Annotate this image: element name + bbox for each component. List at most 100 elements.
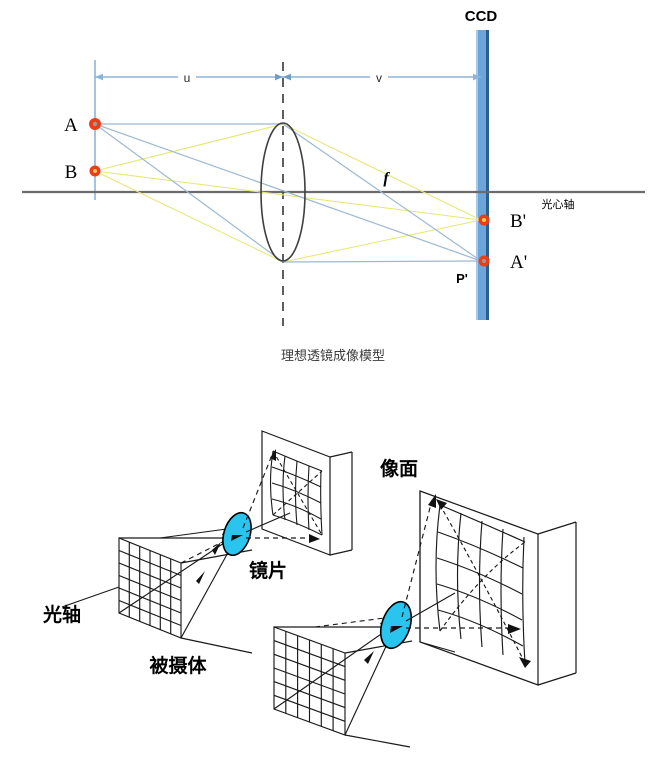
- ideal-lens-imaging-diagram: CCD u: [22, 8, 645, 363]
- object-point-b: B: [65, 162, 101, 183]
- point-a-label: A: [64, 115, 78, 136]
- lens-left-arrowhead: [231, 535, 243, 541]
- image-point-a: A': [478, 252, 527, 273]
- ray-fan-image-right: [401, 499, 516, 629]
- imgr-col2: [456, 512, 462, 640]
- ray-arrow-left-b: [212, 542, 221, 555]
- imgl-row5: [272, 514, 323, 536]
- subj-r-row1: [273, 640, 346, 668]
- image-plane-tab-left-bot: [329, 549, 353, 556]
- ray-lens-to-imgmid-right: [405, 592, 456, 622]
- dimension-arrow-left: [95, 73, 103, 81]
- ray-arrow-image-right-a: [428, 494, 436, 508]
- point-bprime-label: B': [510, 211, 526, 232]
- lens-right-body: [379, 600, 413, 650]
- image-plane-tab-left-top: [329, 451, 353, 458]
- point-b-center: [93, 169, 97, 173]
- subject-grid-right: [273, 626, 346, 736]
- imgr-col5: [522, 536, 526, 664]
- subj-r-row5: [273, 694, 346, 722]
- ray-a-to-lens-bottom: [94, 123, 284, 263]
- ray-b-lensbottom-to-image: [282, 219, 482, 263]
- ray-fan-image-left: [242, 454, 315, 539]
- image-grid-distorted-left: [269, 450, 323, 536]
- point-a-center: [92, 121, 98, 127]
- dimension-v-gap: [370, 68, 388, 86]
- optical-axis-leader-left: [61, 586, 120, 608]
- subj-l-row5: [118, 599, 182, 627]
- ray-objbl-to-lens-r: [273, 624, 395, 710]
- imgr-row3: [436, 557, 523, 595]
- image-plane-tab-right-top: [537, 521, 577, 535]
- ccd-sensor: [476, 30, 489, 320]
- point-bprime-center: [482, 218, 486, 222]
- right-system: [273, 490, 577, 748]
- ray-bundle-a: [94, 123, 482, 263]
- ray-top-to-lens-left: [159, 527, 235, 539]
- imgl-diag2: [272, 470, 323, 516]
- ray-objbr-to-lens: [180, 537, 237, 639]
- ray-arrow-image-left-b: [309, 534, 320, 543]
- subj-l-row1: [118, 549, 182, 577]
- ray-fan-object-right: [273, 624, 395, 736]
- ray-objtr-to-lens-dashed: [180, 534, 237, 564]
- imgl-col5: [320, 470, 323, 536]
- ray-a-lenstop-to-image: [282, 123, 482, 262]
- subject-grid-left: [118, 537, 182, 639]
- optical-axis-label: 光心轴: [542, 197, 575, 211]
- lens-ellipse: [260, 122, 306, 262]
- imgr-diag1: [439, 504, 526, 664]
- ray-b-to-lens-bottom: [94, 170, 284, 263]
- ray-lens-to-imgtl-left: [242, 454, 273, 529]
- subj-l-row4: [118, 587, 182, 614]
- subj-r-row3: [273, 667, 346, 695]
- dimension-arrow-mid-right: [283, 73, 291, 81]
- ray-b-lenstop-to-image: [282, 123, 482, 221]
- image-point-b: B': [478, 211, 526, 232]
- ray-b-through-center: [94, 170, 482, 221]
- subj-r-row4: [273, 681, 346, 709]
- object-point-a: A: [64, 115, 101, 136]
- ccd-label: CCD: [465, 8, 498, 25]
- subj-l-row3: [118, 574, 182, 602]
- subj-r-row2: [273, 653, 346, 681]
- ray-lens-to-imgtl-right: [401, 499, 433, 618]
- ray-a-through-center: [94, 123, 482, 262]
- lens-right: [379, 600, 413, 650]
- figure-caption: 理想透镜成像模型: [281, 348, 385, 363]
- ccd-sensor-edge: [486, 30, 489, 320]
- imgl-col2: [282, 455, 286, 521]
- subject-label: 被摄体: [149, 654, 207, 677]
- optical-axis-label-bottom: 光轴: [42, 603, 81, 626]
- imgl-row1: [272, 450, 323, 472]
- lens-right-arrowhead: [390, 626, 403, 633]
- imgl-row3: [271, 482, 322, 504]
- ray-b-to-lens-top: [94, 123, 284, 172]
- subject-base-lines-right: [344, 640, 413, 748]
- dimension-label-v: v: [376, 71, 382, 85]
- ray-arrow-image-right-b: [508, 624, 521, 634]
- imgr-row1: [439, 504, 526, 543]
- ccd-sensor-body: [476, 30, 486, 320]
- image-plane-frame-left: [261, 430, 353, 556]
- imgr-base-edge: [419, 641, 456, 653]
- point-aprime-label: A': [510, 252, 527, 273]
- lens-projection-3d-diagram: 光轴 被摄体 镜片 像面: [0, 395, 667, 759]
- dimension-line-group: u v: [95, 68, 481, 86]
- image-plane-tab-right-bot: [537, 672, 577, 686]
- subject-base-lines-left: [180, 549, 253, 654]
- imgr-diag2: [439, 541, 526, 632]
- image-plane-persp-edges-right: [419, 491, 456, 653]
- imgr-row4: [436, 583, 523, 621]
- principal-point-label: P': [456, 271, 468, 286]
- imgl-col1: [269, 450, 274, 516]
- ray-arrow-right-a: [364, 651, 374, 664]
- left-system: [61, 430, 353, 654]
- image-grid-distorted-right: [435, 499, 531, 668]
- ray-arrow-left-a: [196, 571, 205, 584]
- imgr-corner-tl: [436, 499, 447, 510]
- imgr-corner-br: [519, 657, 531, 668]
- lens-left-body: [222, 511, 252, 557]
- imgl-diag1: [272, 450, 323, 536]
- imgl-col3: [294, 460, 298, 526]
